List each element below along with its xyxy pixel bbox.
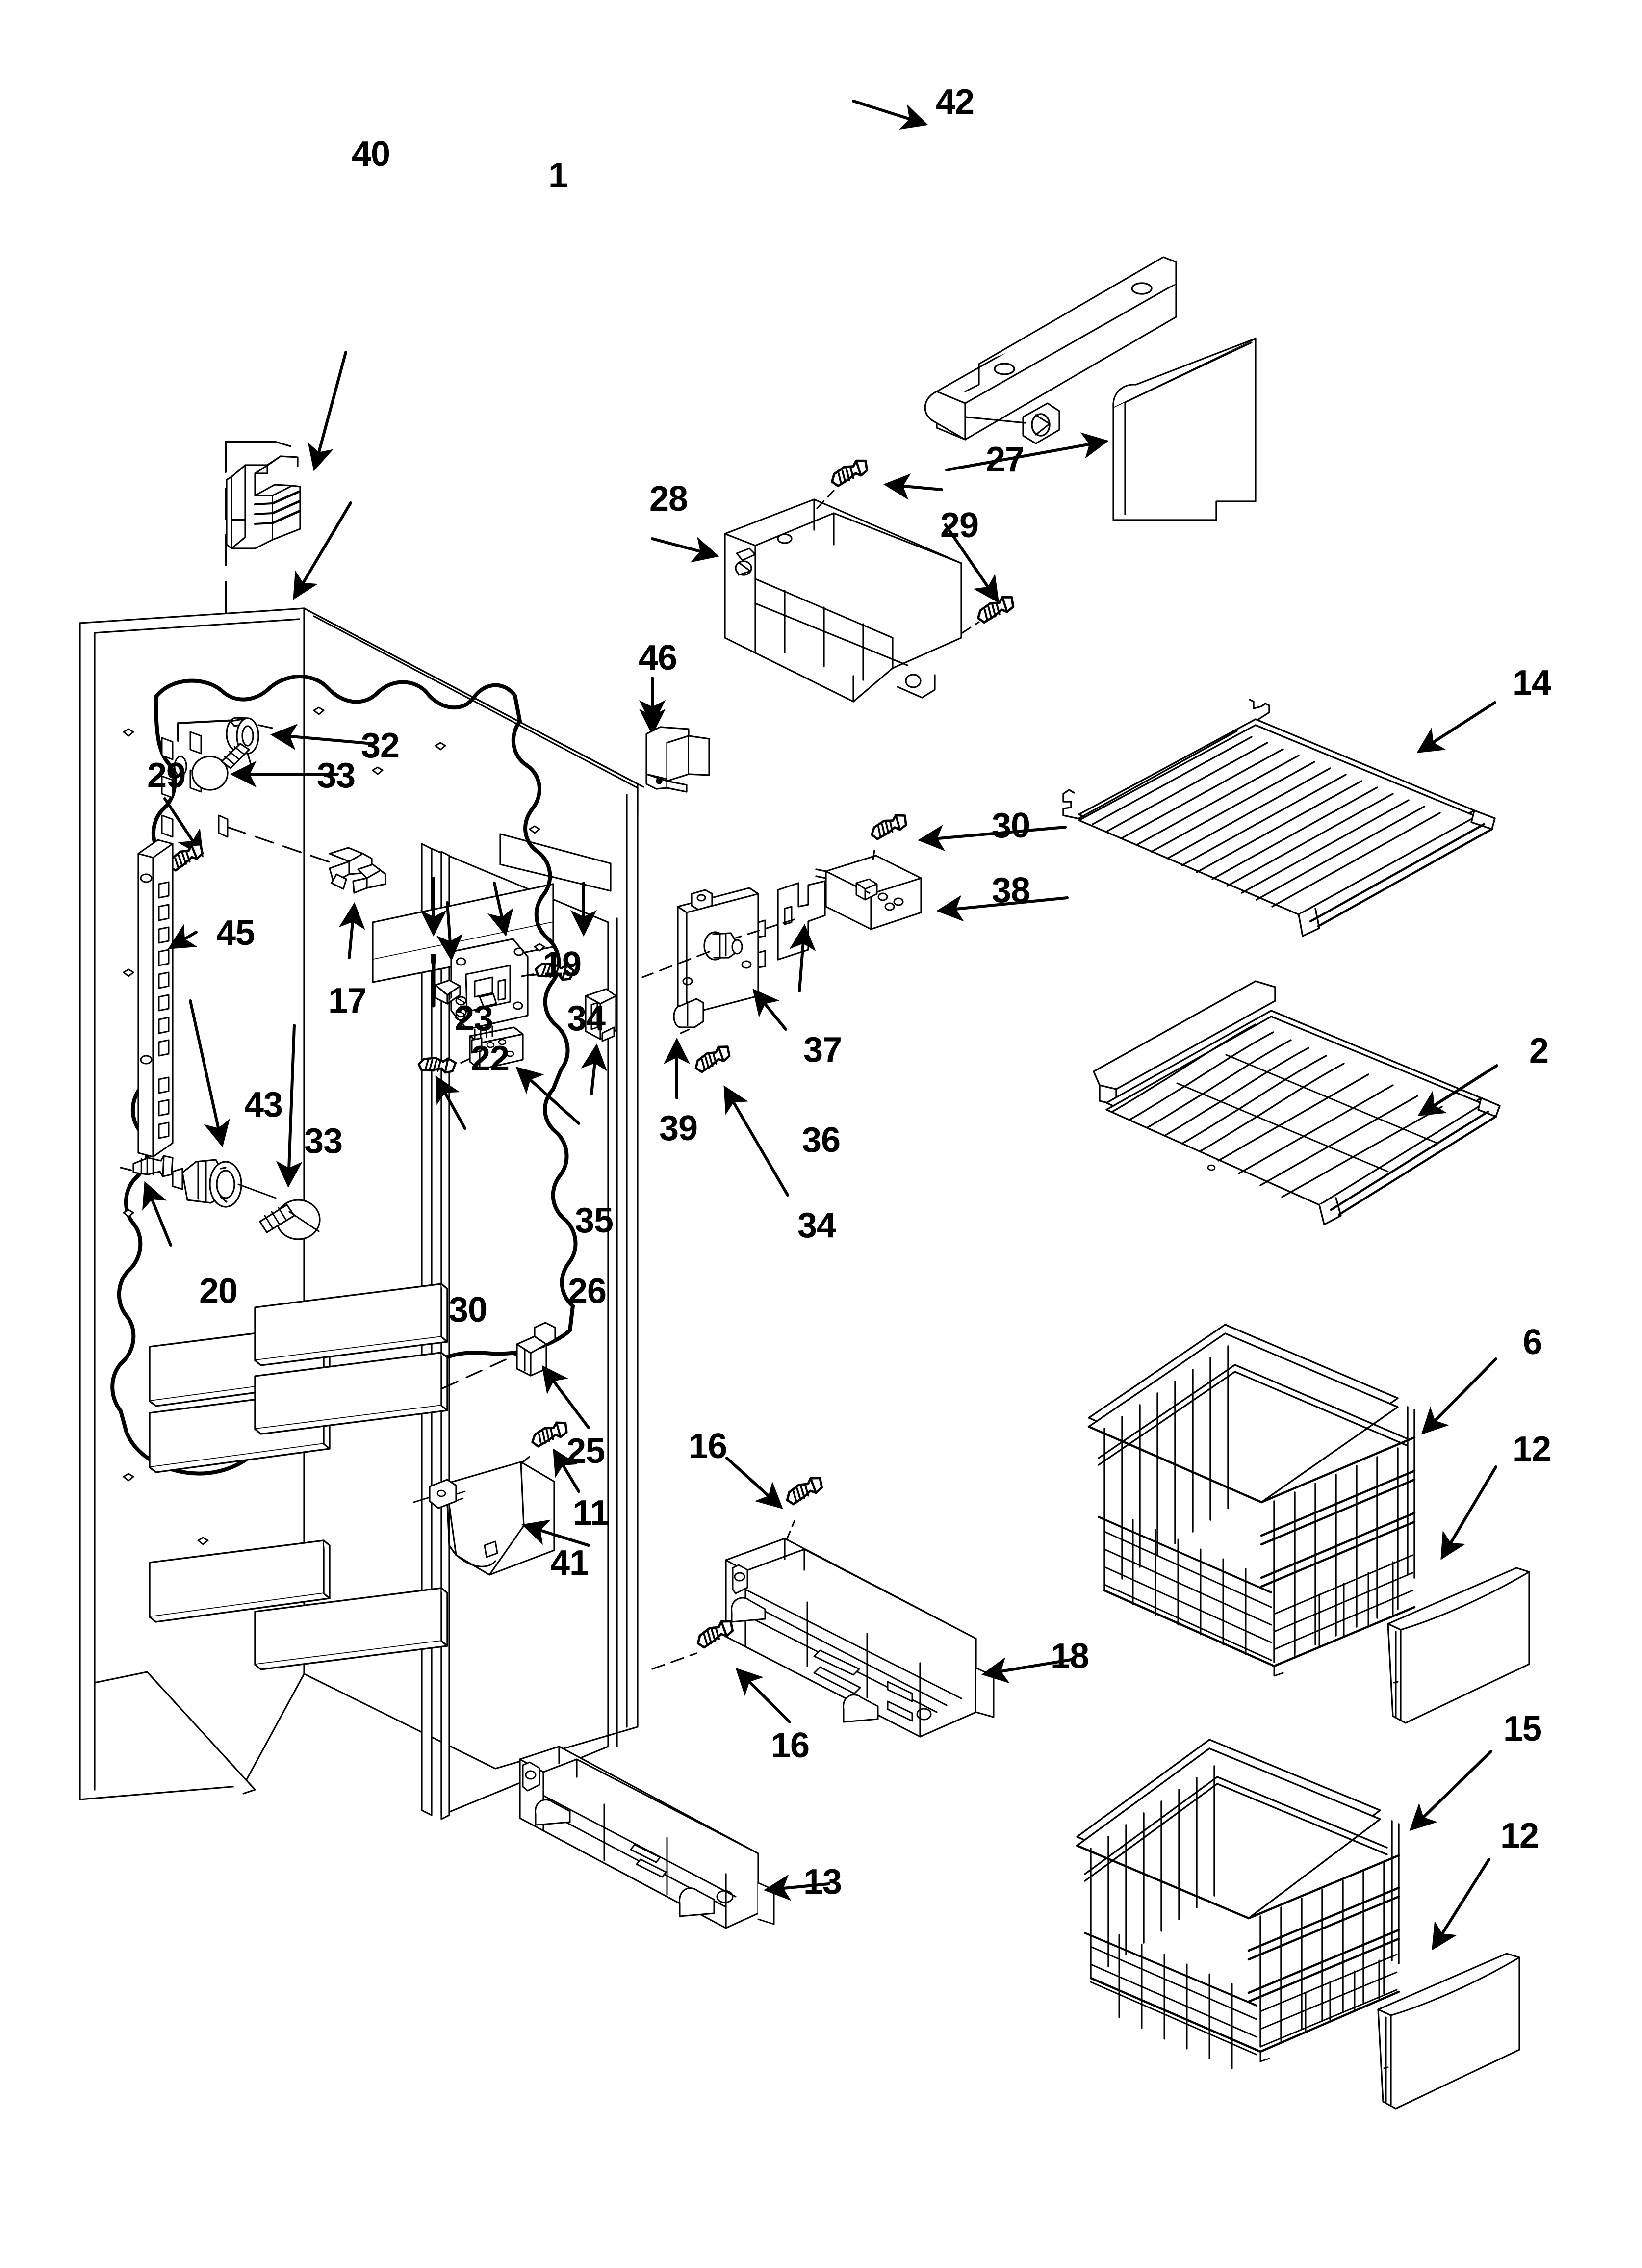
part-36-damper-bracket bbox=[735, 880, 826, 992]
callout-46: 46 bbox=[639, 638, 677, 678]
part-33-light-bulb-upper bbox=[191, 743, 339, 791]
part-16-screw-upper bbox=[725, 1457, 825, 1540]
part-34-screw-upper bbox=[530, 882, 597, 985]
part-25-wire-harness-connector bbox=[441, 1322, 590, 1429]
callout-20: 20 bbox=[199, 1272, 238, 1311]
part-16-screw-lower bbox=[651, 1618, 791, 1723]
part-45-shelf-ladder-rail bbox=[137, 839, 198, 1158]
callout-28: 28 bbox=[649, 479, 688, 519]
part-42-upper-rail-bracket bbox=[852, 100, 1177, 444]
part-46-wire-clip bbox=[639, 677, 710, 793]
callout-30a: 30 bbox=[992, 806, 1030, 845]
callout-43: 43 bbox=[244, 1085, 283, 1124]
part-29-screw-duct-right bbox=[944, 523, 1016, 634]
callout-13: 13 bbox=[803, 1862, 842, 1902]
part-39-bushing-grommet bbox=[664, 998, 704, 1099]
callout-14: 14 bbox=[1513, 663, 1551, 703]
part-37-damper-door-assembly bbox=[641, 887, 787, 1031]
callout-12b: 12 bbox=[1500, 1816, 1539, 1855]
callout-29a: 29 bbox=[940, 506, 979, 545]
part-12-basket-front-panel-upper bbox=[1387, 1465, 1530, 1724]
callout-36: 36 bbox=[802, 1121, 841, 1160]
callout-34a: 34 bbox=[567, 999, 606, 1038]
part-15-freezer-basket-lower bbox=[1076, 1739, 1492, 2069]
callout-33b: 33 bbox=[304, 1121, 343, 1161]
part-38-control-board bbox=[815, 855, 1069, 930]
callout-15: 15 bbox=[1503, 1709, 1542, 1748]
part-28-air-duct-channel bbox=[651, 498, 962, 703]
part-12-basket-front-panel-lower bbox=[1377, 1858, 1520, 2110]
callout-32: 32 bbox=[361, 726, 400, 765]
callout-12a: 12 bbox=[1513, 1430, 1551, 1469]
callout-26: 26 bbox=[568, 1272, 607, 1311]
part-22-lever-cam bbox=[435, 901, 467, 1017]
part-29-screw-left bbox=[163, 797, 206, 872]
callout-45: 45 bbox=[216, 913, 255, 953]
callout-42: 42 bbox=[936, 82, 975, 122]
part-30-screw-control-board bbox=[869, 813, 1067, 860]
part-33-light-bulb-lower bbox=[259, 1024, 321, 1240]
callout-18: 18 bbox=[1051, 1637, 1089, 1676]
part-23-pin bbox=[420, 877, 447, 1008]
callout-29b: 29 bbox=[147, 756, 186, 795]
callout-22: 22 bbox=[471, 1039, 510, 1078]
callout-16b: 16 bbox=[771, 1726, 810, 1765]
callout-37: 37 bbox=[803, 1030, 842, 1069]
callout-33a: 33 bbox=[317, 756, 356, 795]
callout-38: 38 bbox=[992, 871, 1030, 910]
part-6-freezer-basket-upper bbox=[1087, 1324, 1497, 1677]
callout-17: 17 bbox=[328, 981, 367, 1020]
callout-11: 11 bbox=[573, 1493, 610, 1533]
callout-35: 35 bbox=[575, 1201, 614, 1240]
part-14-wire-shelf bbox=[1062, 699, 1496, 937]
part-17-shelf-support-clip bbox=[218, 814, 386, 959]
callout-34b: 34 bbox=[797, 1206, 836, 1245]
callout-1: 1 bbox=[548, 156, 568, 195]
part-40-hinge-cover-cap bbox=[225, 351, 347, 835]
callout-23: 23 bbox=[455, 999, 493, 1038]
part-27-divider-panel bbox=[945, 338, 1257, 521]
part-29-screw-duct-top bbox=[816, 458, 943, 509]
callout-19: 19 bbox=[543, 945, 582, 984]
callout-6: 6 bbox=[1523, 1323, 1542, 1362]
callout-41: 41 bbox=[550, 1543, 589, 1583]
callout-16a: 16 bbox=[689, 1427, 727, 1466]
part-2-slide-out-wire-shelf bbox=[1093, 980, 1501, 1225]
callout-40: 40 bbox=[352, 134, 390, 174]
part-19-control-housing-plate bbox=[450, 882, 555, 1030]
callout-2: 2 bbox=[1529, 1031, 1549, 1070]
part-13-lower-rail-trim bbox=[519, 1746, 830, 1929]
part-26-thermistor-board bbox=[469, 1025, 580, 1125]
part-41-light-shield-cover bbox=[413, 1461, 590, 1576]
part-11-screw bbox=[521, 1420, 580, 1493]
part-35-light-shield-clip bbox=[581, 988, 617, 1095]
callout-30b: 30 bbox=[449, 1290, 487, 1330]
part-20-screw-lamp bbox=[120, 1155, 174, 1247]
callout-25: 25 bbox=[566, 1432, 605, 1471]
part-43-lamp-socket-assembly bbox=[172, 999, 277, 1208]
part-34-screw-damper bbox=[680, 1027, 789, 1197]
callout-39: 39 bbox=[659, 1109, 698, 1148]
callout-27: 27 bbox=[986, 440, 1025, 479]
part-18-center-rail-assembly bbox=[725, 1538, 1076, 1738]
part-30-screw-control bbox=[418, 1053, 471, 1130]
